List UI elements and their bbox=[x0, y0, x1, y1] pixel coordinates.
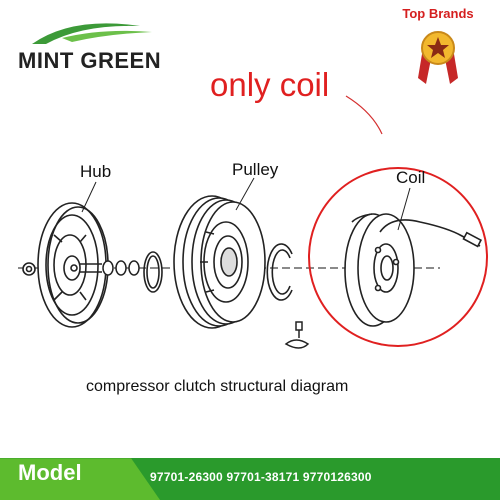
shim-washers bbox=[102, 260, 140, 276]
medal-icon bbox=[418, 31, 458, 84]
coil-part bbox=[344, 213, 483, 327]
hub-label: Hub bbox=[80, 162, 112, 181]
coil-highlight-circle bbox=[308, 167, 488, 347]
pulley-part bbox=[173, 195, 266, 329]
leaf-swoosh-icon bbox=[32, 23, 152, 44]
model-footer-bar: Model 97701-26300 97701-38171 9770126300 bbox=[0, 448, 500, 500]
coil-label: Coil bbox=[396, 168, 426, 187]
top-brands-badge: Top Brands bbox=[390, 6, 486, 84]
model-label: Model bbox=[18, 460, 82, 485]
hub-part bbox=[22, 202, 109, 328]
screw-bracket bbox=[284, 321, 310, 349]
diagram-caption: compressor clutch structural diagram bbox=[86, 378, 349, 395]
snap-ring bbox=[143, 251, 163, 293]
only-coil-headline: only coil bbox=[210, 66, 330, 103]
label-leaders bbox=[81, 177, 411, 231]
c-ring bbox=[266, 243, 293, 301]
brand-name: MINT GREEN bbox=[18, 48, 162, 73]
model-numbers: 97701-26300 97701-38171 9770126300 bbox=[150, 470, 372, 484]
headline-leader-line bbox=[345, 95, 383, 135]
top-brands-label: Top Brands bbox=[402, 6, 474, 21]
model-tab bbox=[0, 458, 160, 500]
pulley-label: Pulley bbox=[232, 160, 279, 179]
clutch-exploded-diagram bbox=[18, 95, 488, 349]
brand-logo: MINT GREEN bbox=[12, 14, 162, 74]
